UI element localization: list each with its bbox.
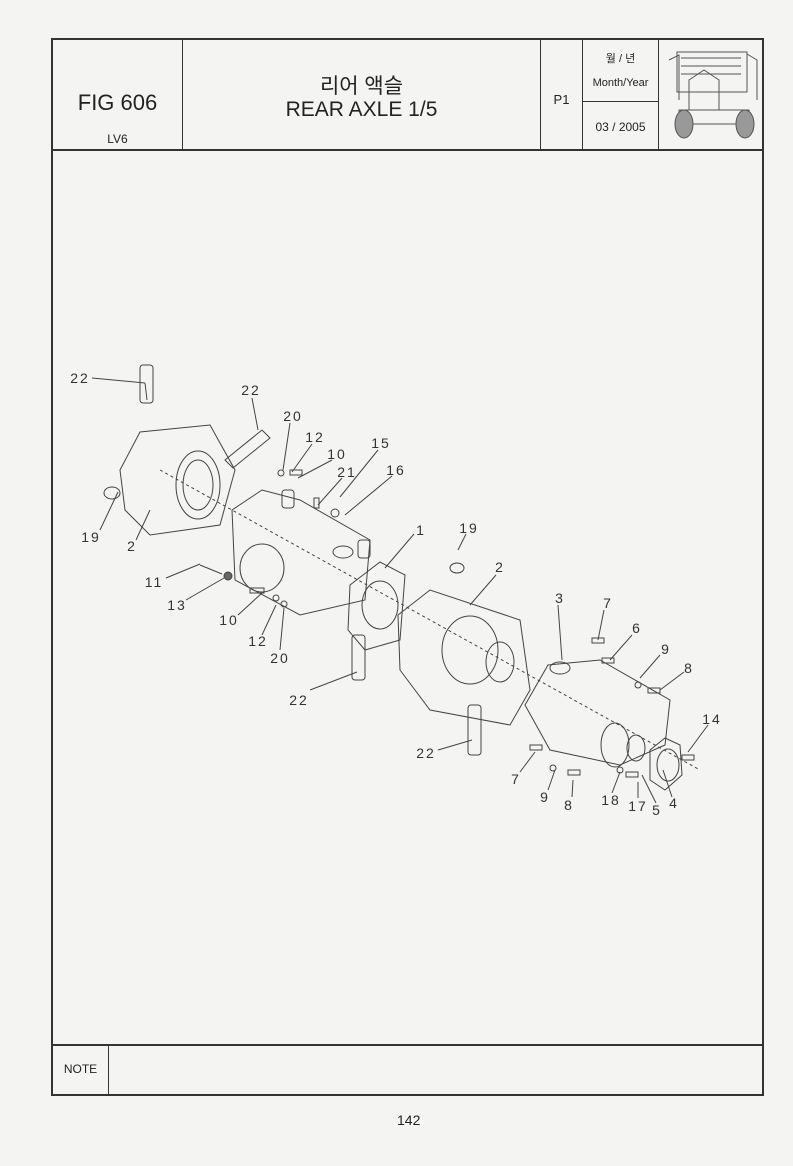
figure-cell: FIG 606 LV6 (53, 40, 183, 149)
callout: 22 (289, 692, 309, 708)
model-code: LV6 (107, 132, 128, 146)
callout: 16 (386, 462, 406, 478)
title-block: FIG 606 LV6 리어 액슬 REAR AXLE 1/5 P1 월 / 년… (53, 40, 762, 151)
callout: 2 (127, 538, 137, 554)
callout: 8 (564, 797, 574, 813)
callout: 6 (632, 620, 642, 636)
month-year-label: Month/Year (592, 77, 649, 89)
callout: 21 (337, 464, 357, 480)
title-english: REAR AXLE 1/5 (285, 98, 438, 121)
callout: 22 (416, 745, 436, 761)
note-row: NOTE (53, 1044, 762, 1094)
callout: 19 (459, 520, 479, 536)
callout: 12 (305, 429, 325, 445)
callout: 2 (495, 559, 505, 575)
callout: 20 (270, 650, 290, 666)
callout: 3 (555, 590, 565, 606)
callout: 7 (603, 595, 613, 611)
callout: 14 (702, 711, 722, 727)
callout: 20 (283, 408, 303, 424)
machine-thumbnail (659, 40, 764, 149)
callout: 13 (167, 597, 187, 613)
note-label: NOTE (53, 1046, 109, 1094)
callout: 17 (628, 798, 648, 814)
callout: 15 (371, 435, 391, 451)
callout: 10 (327, 446, 347, 462)
callout: 4 (669, 795, 679, 811)
callout: 18 (601, 792, 621, 808)
title-cell: 리어 액슬 REAR AXLE 1/5 (183, 40, 541, 149)
date-value: 03 / 2005 (595, 120, 646, 134)
callout: 19 (81, 529, 101, 545)
callout: 10 (219, 612, 239, 628)
callout: 12 (248, 633, 268, 649)
callout: 8 (684, 660, 694, 676)
callout: 22 (70, 370, 90, 386)
callout: 7 (511, 771, 521, 787)
page-code-cell: P1 (541, 40, 583, 149)
rice-transplanter-icon (668, 51, 758, 139)
figure-number: FIG 606 (77, 90, 158, 115)
page-frame: FIG 606 LV6 리어 액슬 REAR AXLE 1/5 P1 월 / 년… (51, 38, 764, 1096)
callout: 1 (416, 522, 426, 538)
page-code: P1 (553, 92, 570, 107)
callout: 9 (540, 789, 550, 805)
callout: 9 (661, 641, 671, 657)
title-korean: 리어 액슬 (319, 75, 404, 98)
month-year-korean: 월 / 년 (605, 53, 636, 65)
callout: 22 (241, 382, 261, 398)
callout: 5 (652, 802, 662, 818)
callout: 11 (144, 574, 164, 590)
month-year-cell: 월 / 년 Month/Year 03 / 2005 (583, 40, 659, 149)
page-number: 142 (397, 1112, 421, 1128)
